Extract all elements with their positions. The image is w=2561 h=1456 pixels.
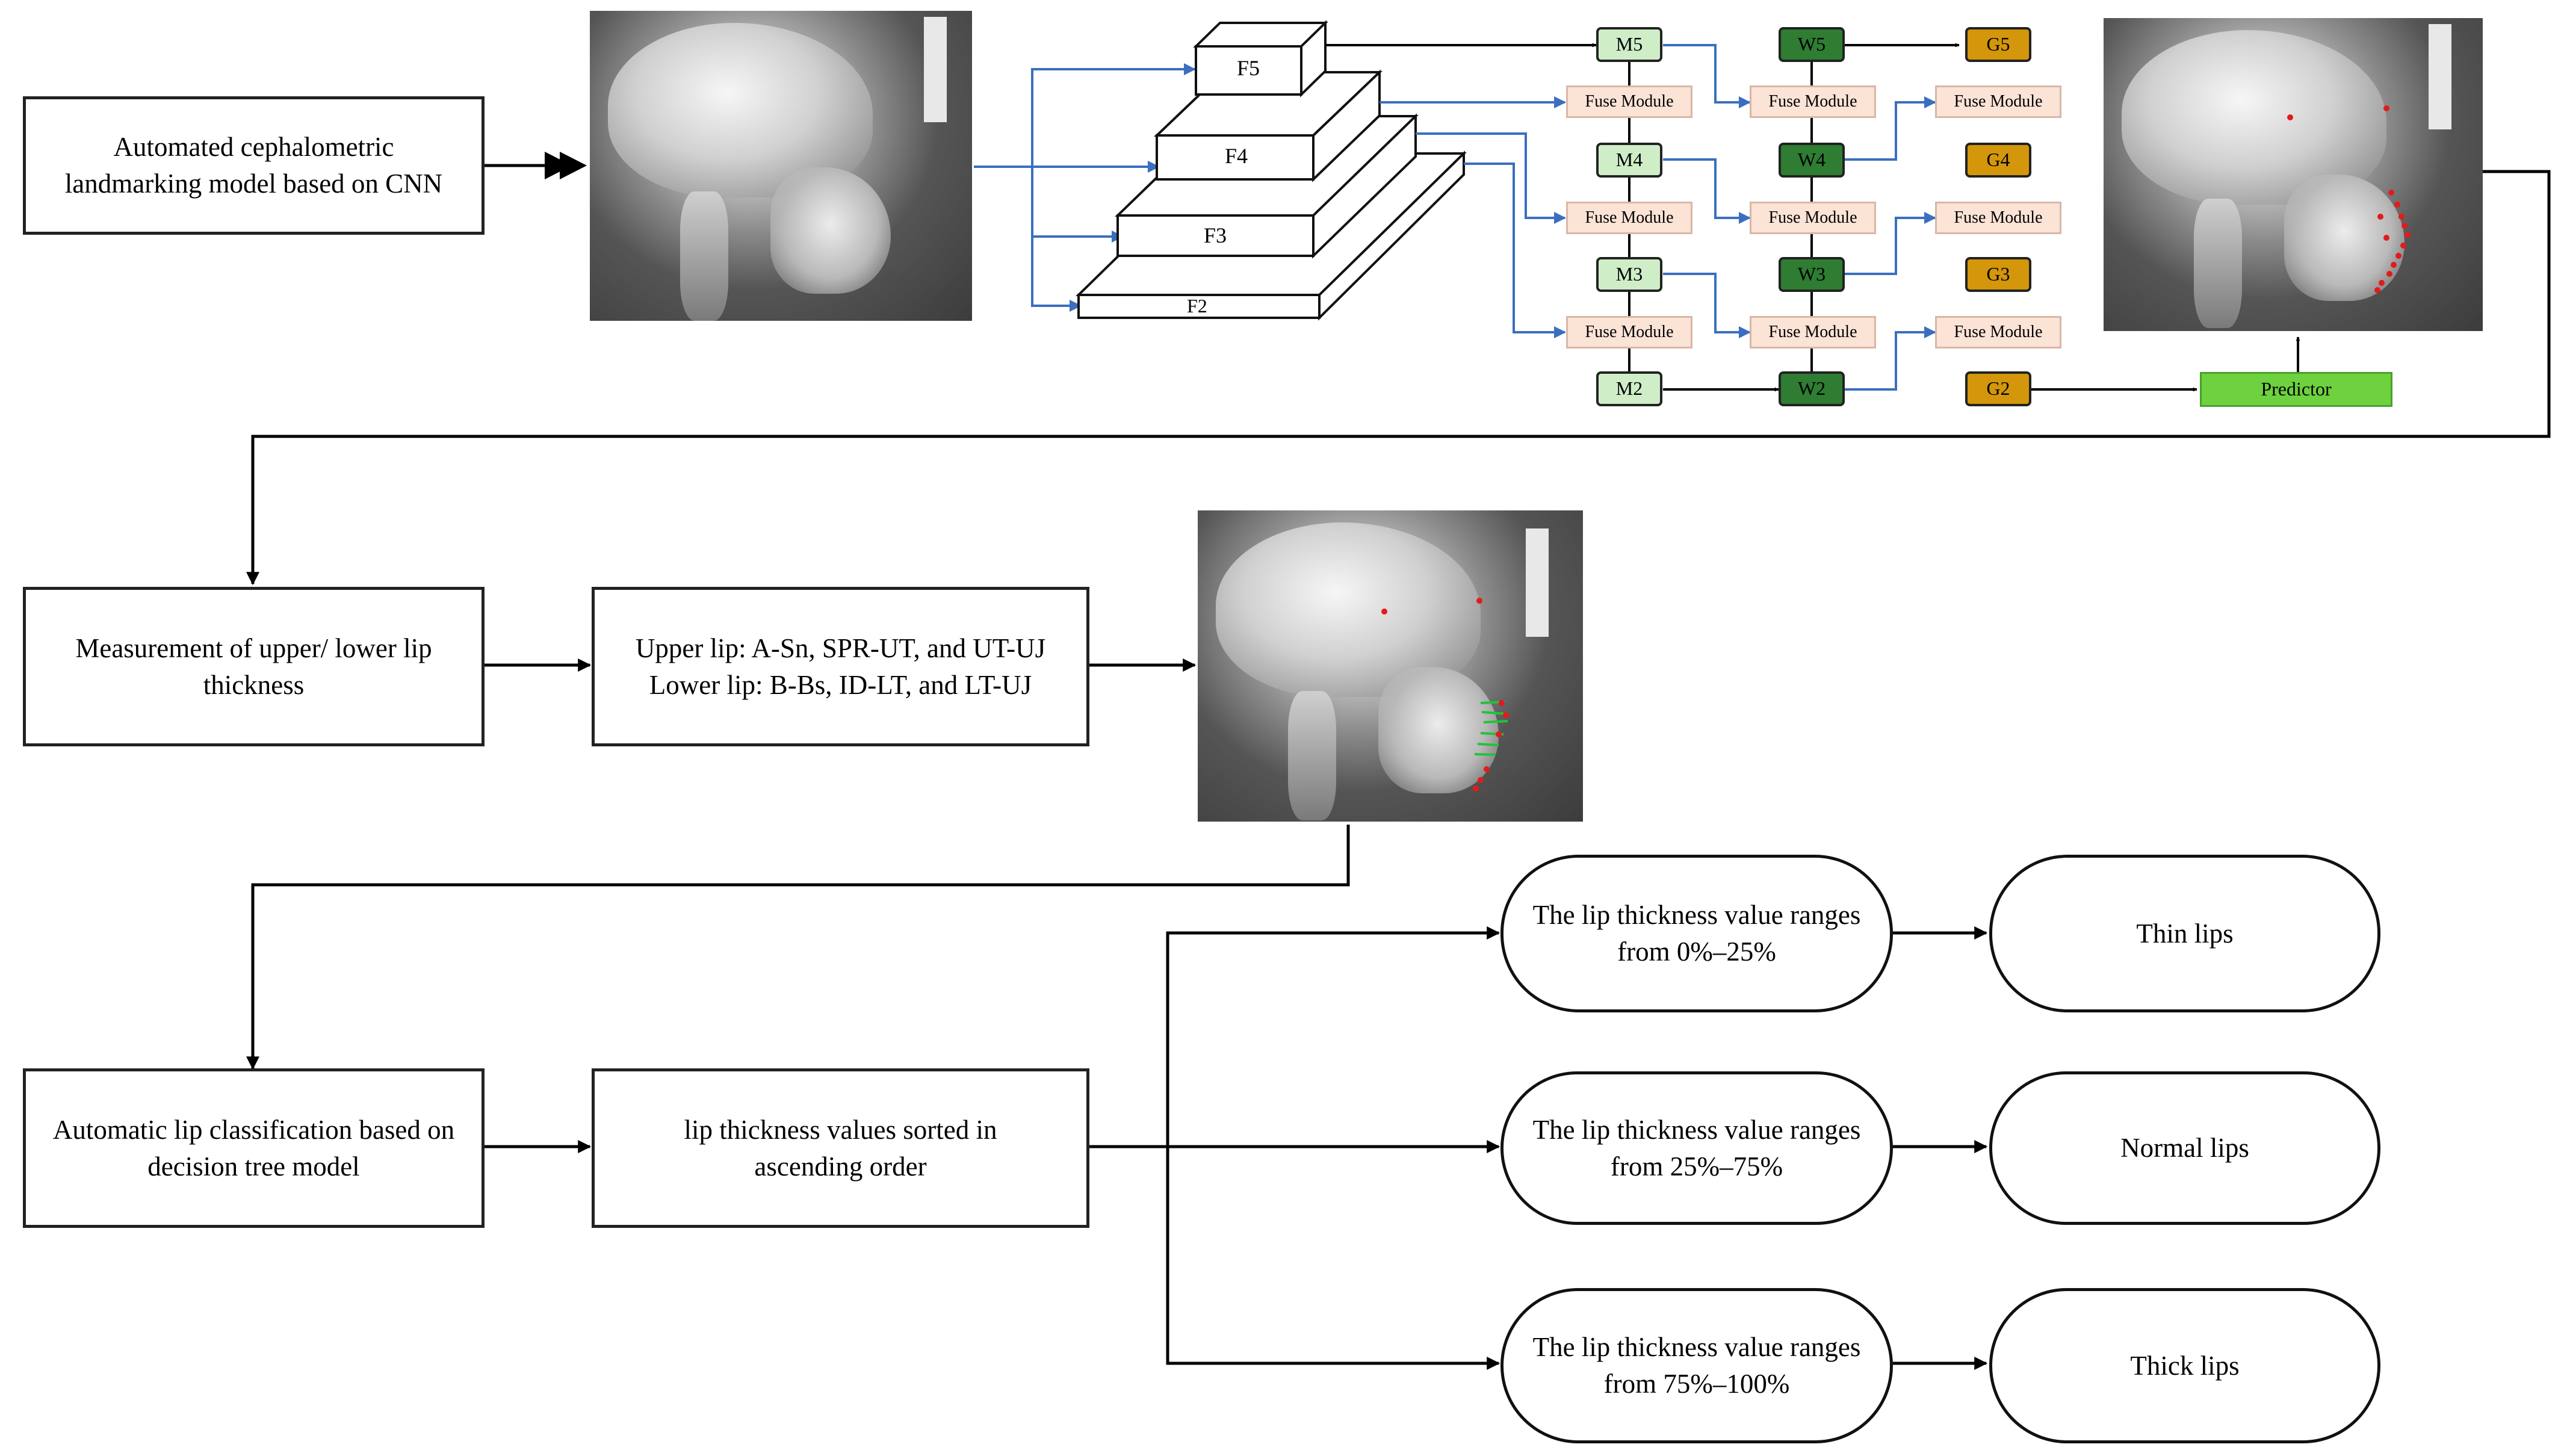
range-pill-25-75: The lip thickness value ranges from 25%–… <box>1500 1071 1893 1225</box>
fuse-module-w-1: Fuse Module <box>1750 85 1876 118</box>
node-w5: W5 <box>1779 27 1845 62</box>
lip-measurement-box: Measurement of upper/ lower lip thicknes… <box>23 587 485 746</box>
feature-label-f3: F3 <box>1204 223 1227 247</box>
node-w2: W2 <box>1779 371 1845 406</box>
outcome-normal-lips: Normal lips <box>1989 1071 2380 1225</box>
cnn-landmarking-label: Automated cephalometric landmarking mode… <box>64 132 443 199</box>
lip-classification-box: Automatic lip classification based on de… <box>23 1068 485 1228</box>
feature-label-f5: F5 <box>1237 56 1260 80</box>
node-m3: M3 <box>1596 257 1662 292</box>
lip-measurement-label: Measurement of upper/ lower lip thicknes… <box>75 633 432 700</box>
node-m5: M5 <box>1596 27 1662 62</box>
outcome-thick-lips: Thick lips <box>1989 1288 2380 1443</box>
lip-measurement-lines <box>1381 598 1509 792</box>
cephalogram-image-predicted <box>2104 18 2483 331</box>
node-m4: M4 <box>1596 143 1662 178</box>
predictor-box: Predictor <box>2200 372 2392 407</box>
lower-lip-parameters: Lower lip: B-Bs, ID-LT, and LT-UJ <box>649 669 1032 700</box>
outcome-thin-lips: Thin lips <box>1989 855 2380 1012</box>
fuse-module-m-1: Fuse Module <box>1566 85 1692 118</box>
cephalogram-image-measured <box>1198 510 1583 822</box>
node-w4: W4 <box>1779 143 1845 178</box>
sorted-values-label: lip thickness values sorted in ascending… <box>684 1114 997 1182</box>
cnn-landmarking-box: Automated cephalometric landmarking mode… <box>23 96 485 235</box>
node-g5: G5 <box>1965 27 2031 62</box>
fuse-module-g-1: Fuse Module <box>1935 85 2061 118</box>
sorted-values-box: lip thickness values sorted in ascending… <box>592 1068 1089 1228</box>
node-g2: G2 <box>1965 371 2031 406</box>
node-g3: G3 <box>1965 257 2031 292</box>
bottom-row-arrows <box>485 926 1988 1370</box>
lip-parameters-box: Upper lip: A-Sn, SPR-UT, and UT-UJ Lower… <box>592 587 1089 746</box>
column-links <box>1628 62 1813 373</box>
range-pill-0-25: The lip thickness value ranges from 0%–2… <box>1500 855 1893 1012</box>
middle-row-arrows <box>246 658 1350 1070</box>
node-m2: M2 <box>1596 371 1662 406</box>
fuse-module-w-2: Fuse Module <box>1750 202 1876 234</box>
feature-label-f4: F4 <box>1225 144 1248 168</box>
cephalogram-image-input <box>590 11 972 321</box>
column-flows <box>1663 43 2300 392</box>
range-pill-75-100: The lip thickness value ranges from 75%–… <box>1500 1288 1893 1443</box>
upper-lip-parameters: Upper lip: A-Sn, SPR-UT, and UT-UJ <box>635 633 1046 663</box>
feature-pyramid <box>1076 20 1467 321</box>
fuse-module-m-2: Fuse Module <box>1566 202 1692 234</box>
xray-to-pyramid-arrows <box>974 63 1196 312</box>
feature-label-f2: F2 <box>1187 295 1207 317</box>
fuse-module-m-3: Fuse Module <box>1566 316 1692 349</box>
fuse-module-g-2: Fuse Module <box>1935 202 2061 234</box>
node-w3: W3 <box>1779 257 1845 292</box>
fuse-module-g-3: Fuse Module <box>1935 316 2061 349</box>
node-g4: G4 <box>1965 143 2031 178</box>
loop-connector <box>246 170 2551 586</box>
fuse-module-w-3: Fuse Module <box>1750 316 1876 349</box>
lip-classification-label: Automatic lip classification based on de… <box>52 1114 455 1182</box>
step1-to-xray-arrow <box>485 152 587 179</box>
predicted-landmarks <box>2287 105 2411 293</box>
pyramid-to-m-connectors <box>1325 43 1597 338</box>
